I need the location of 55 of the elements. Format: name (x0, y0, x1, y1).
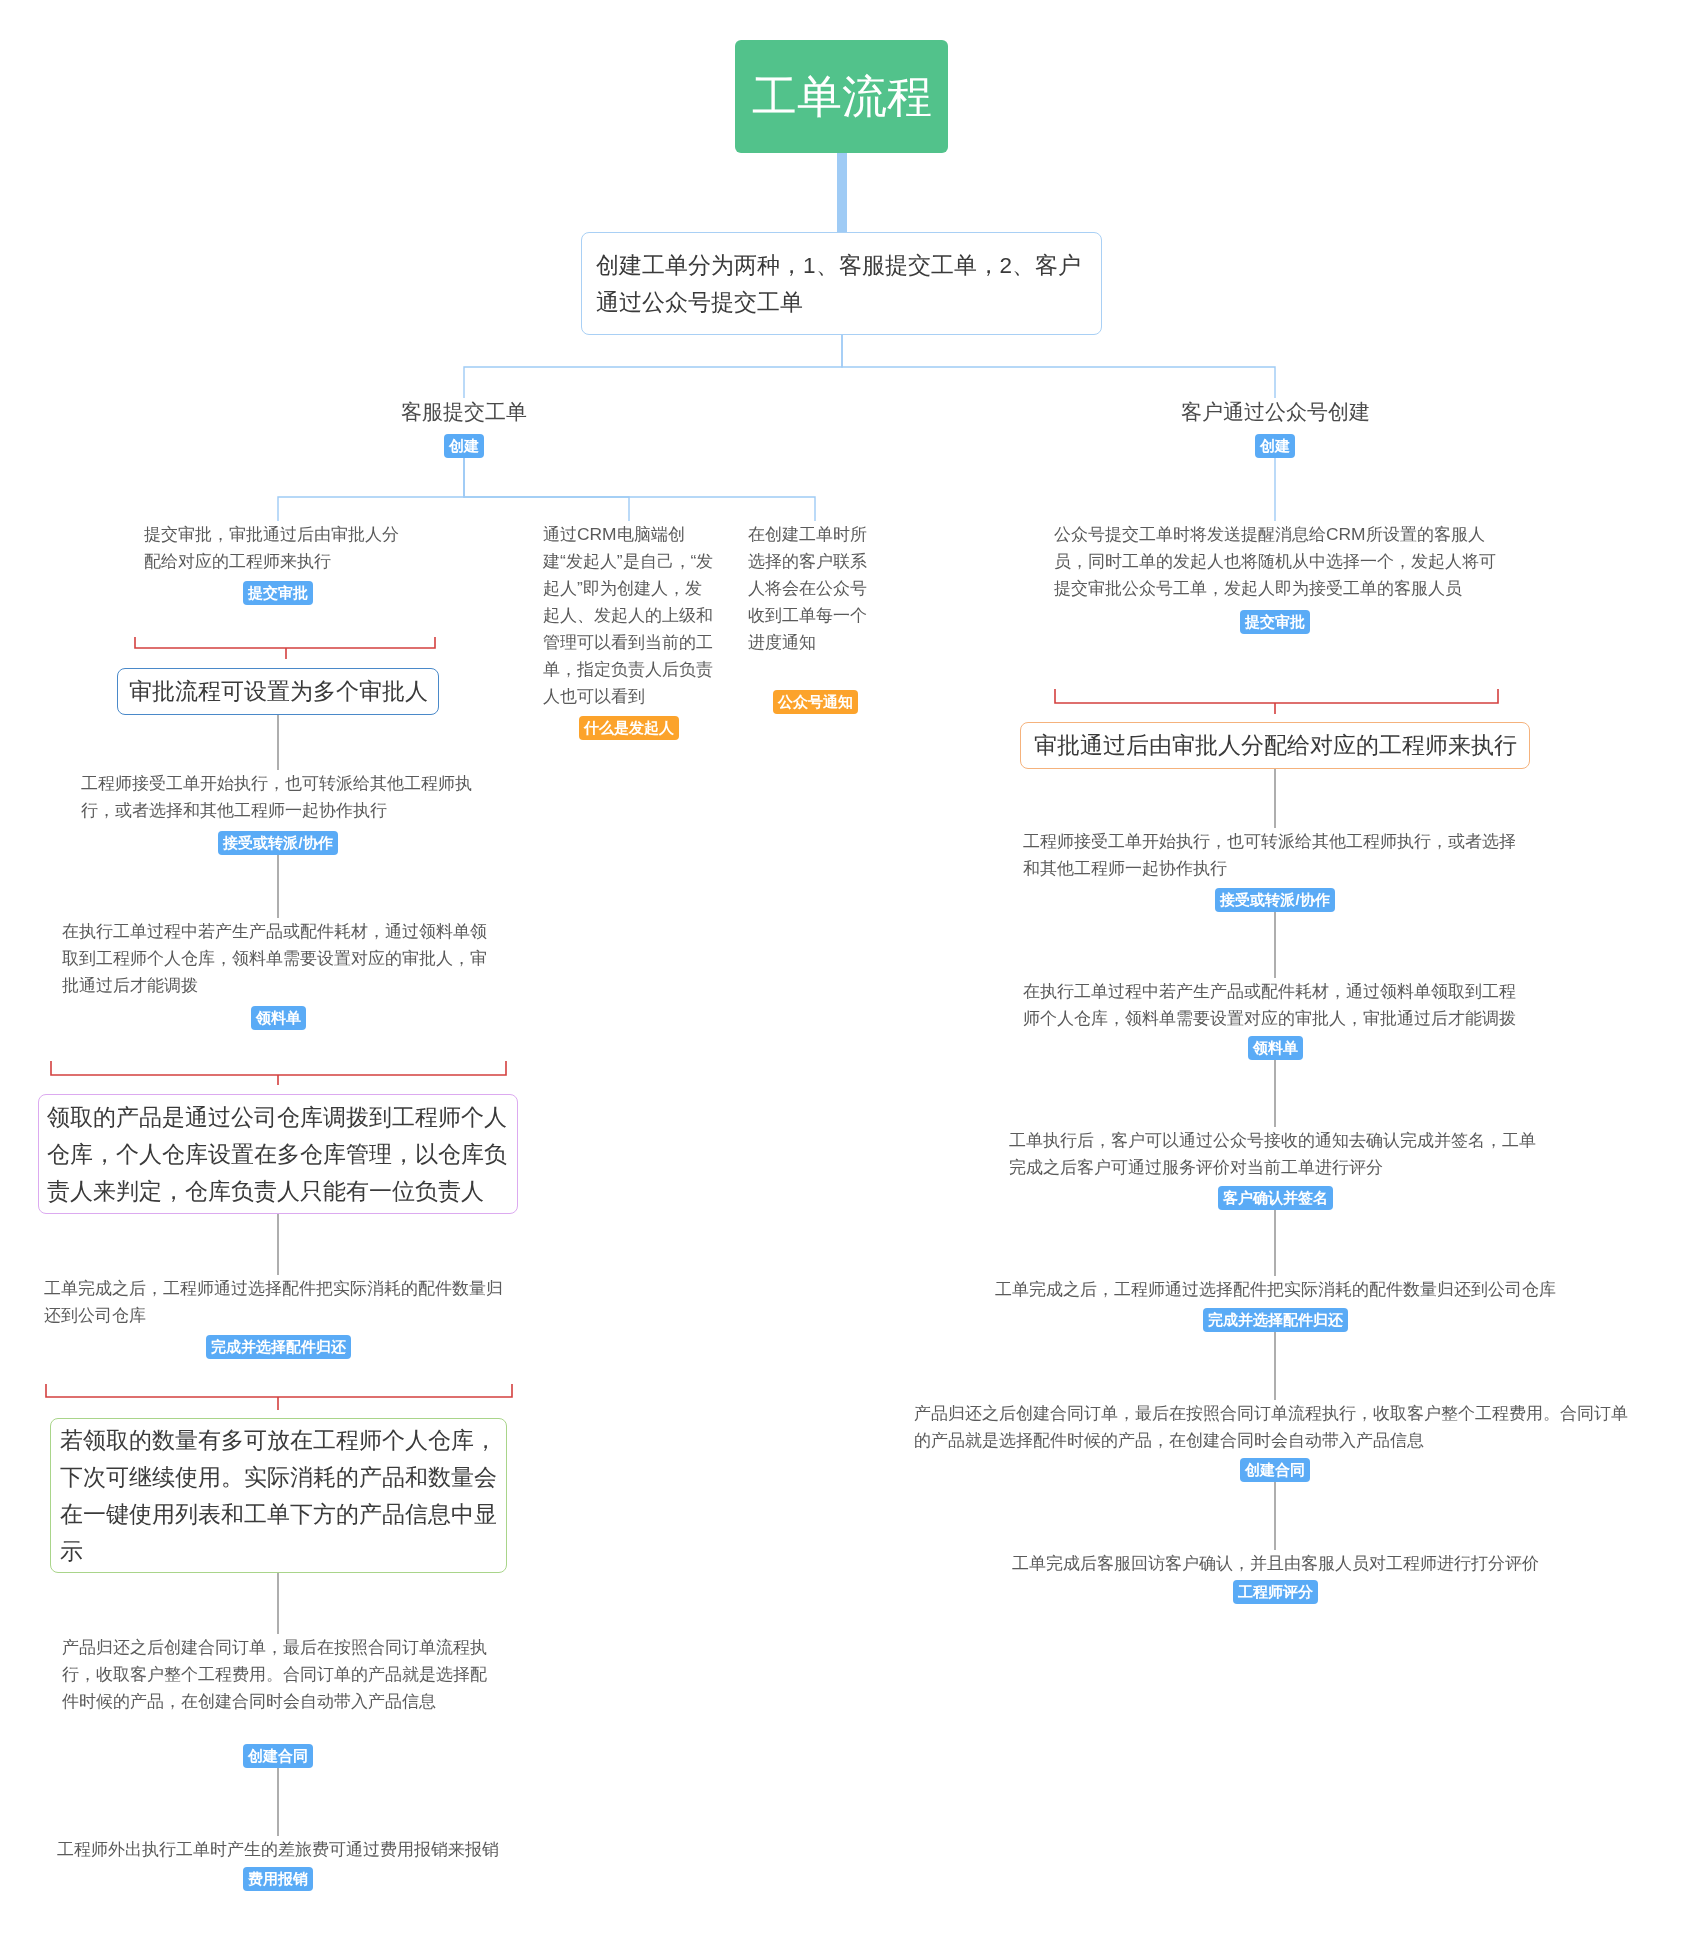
connector-line (1274, 1059, 1276, 1128)
connector-line (277, 854, 279, 919)
topic-text: 工单执行后，客户可以通过公众号接收的通知去确认完成并签名，工单完成之后客户可通过服务评价对当前工单进行评分 (1009, 1129, 1537, 1179)
summary-box: 审批通过后由审批人分配给对应的工程师来执行 (1020, 722, 1530, 769)
topic-text: 在创建工单时所选择的客户联系人将会在公众号收到工单每一个进度通知 (748, 523, 868, 654)
topic-text: 产品归还之后创建合同订单，最后在按照合同订单流程执行，收取客户整个工程费用。合同订单的产品就是选择配件时候的产品，在创建合同时会自动带入产品信息 (62, 1636, 488, 1713)
summary-box: 若领取的数量有多可放在工程师个人仓库，下次可继续使用。实际消耗的产品和数量会在一键使用列表和工单下方的产品信息中显示 (50, 1418, 507, 1573)
tag-label: 提交审批 (243, 581, 313, 605)
tag-label: 接受或转派/协作 (218, 831, 338, 855)
tag-label: 费用报销 (243, 1867, 313, 1891)
summary-box: 领取的产品是通过公司仓库调拨到工程师个人仓库，个人仓库设置在多仓库管理，以仓库负责人来判定，仓库负责人只能有一位负责人 (38, 1094, 518, 1214)
topic-text: 在执行工单过程中若产生产品或配件耗材，通过领料单领取到工程师个人仓库，领料单需要设置对应的审批人，审批通过后才能调拨 (62, 920, 488, 997)
connector-line (463, 457, 816, 522)
tag-label: 客户确认并签名 (1217, 1186, 1333, 1210)
tag-label: 创建 (1255, 434, 1295, 458)
connector-line (1274, 457, 1276, 522)
tag-label: 完成并选择配件归还 (205, 1335, 351, 1359)
topic-title: 客服提交工单 (401, 399, 527, 425)
tag-label: 领料单 (250, 1006, 306, 1030)
connector-line (277, 1767, 279, 1837)
tag-label: 什么是发起人 (579, 716, 679, 740)
topic-text: 工单完成之后，工程师通过选择配件把实际消耗的配件数量归还到公司仓库 (993, 1278, 1557, 1301)
tag-label: 工程师评分 (1232, 1580, 1318, 1604)
topic-text: 工程师外出执行工单时产生的差旅费可通过费用报销来报销 (56, 1838, 500, 1861)
topic-text: 通过CRM电脑端创建“发起人”是自己，“发起人”即为创建人，发起人、发起人的上级和管理可以看到当前的工单，指定负责人后负责人也可以看到 (543, 523, 715, 708)
tag-label: 公众号通知 (772, 690, 858, 714)
topic-text: 公众号提交工单时将发送提醒消息给CRM所设置的客服人员，同时工单的发起人也将随机从中选择一个，发起人将可提交审批公众号工单，发起人即为接受工单的客服人员 (1054, 523, 1496, 600)
topic-text: 在执行工单过程中若产生产品或配件耗材，通过领料单领取到工程师个人仓库，领料单需要设置对应的审批人，审批通过后才能调拨 (1023, 980, 1517, 1030)
tag-label: 提交审批 (1240, 610, 1310, 634)
tag-label: 接受或转派/协作 (1215, 888, 1335, 912)
connector-line (277, 1572, 279, 1635)
tag-label: 创建 (444, 434, 484, 458)
topic-text: 工程师接受工单开始执行，也可转派给其他工程师执行，或者选择和其他工程师一起协作执行 (1023, 830, 1517, 880)
connector-line (1274, 1209, 1276, 1277)
topic-text: 工程师接受工单开始执行，也可转派给其他工程师执行，或者选择和其他工程师一起协作执行 (80, 772, 473, 822)
tag-label: 创建合同 (243, 1744, 313, 1768)
topic-box: 创建工单分为两种，1、客服提交工单，2、客户通过公众号提交工单 (581, 232, 1102, 335)
connector-line (837, 153, 847, 232)
connector-line (277, 714, 279, 771)
topic-text: 产品归还之后创建合同订单，最后在按照合同订单流程执行，收取客户整个工程费用。合同订单的产品就是选择配件时候的产品，在创建合同时会自动带入产品信息 (914, 1402, 1629, 1452)
connector-line (1274, 911, 1276, 979)
connector-line (1274, 768, 1276, 829)
topic-title: 客户通过公众号创建 (1180, 399, 1370, 425)
connector-line (1274, 1481, 1276, 1551)
topic-text: 工单完成之后，工程师通过选择配件把实际消耗的配件数量归还到公司仓库 (44, 1277, 504, 1327)
tag-label: 完成并选择配件归还 (1202, 1308, 1348, 1332)
connector-line (277, 1213, 279, 1276)
connector-line (841, 334, 1276, 399)
tag-label: 领料单 (1247, 1036, 1303, 1060)
root-box: 工单流程 (735, 40, 948, 153)
connector-line (1274, 1331, 1276, 1401)
topic-text: 提交审批，审批通过后由审批人分配给对应的工程师来执行 (144, 523, 400, 573)
tag-label: 创建合同 (1240, 1458, 1310, 1482)
topic-text: 工单完成后客服回访客户确认，并且由客服人员对工程师进行打分评价 (1010, 1552, 1540, 1575)
summary-box: 审批流程可设置为多个审批人 (117, 668, 439, 715)
